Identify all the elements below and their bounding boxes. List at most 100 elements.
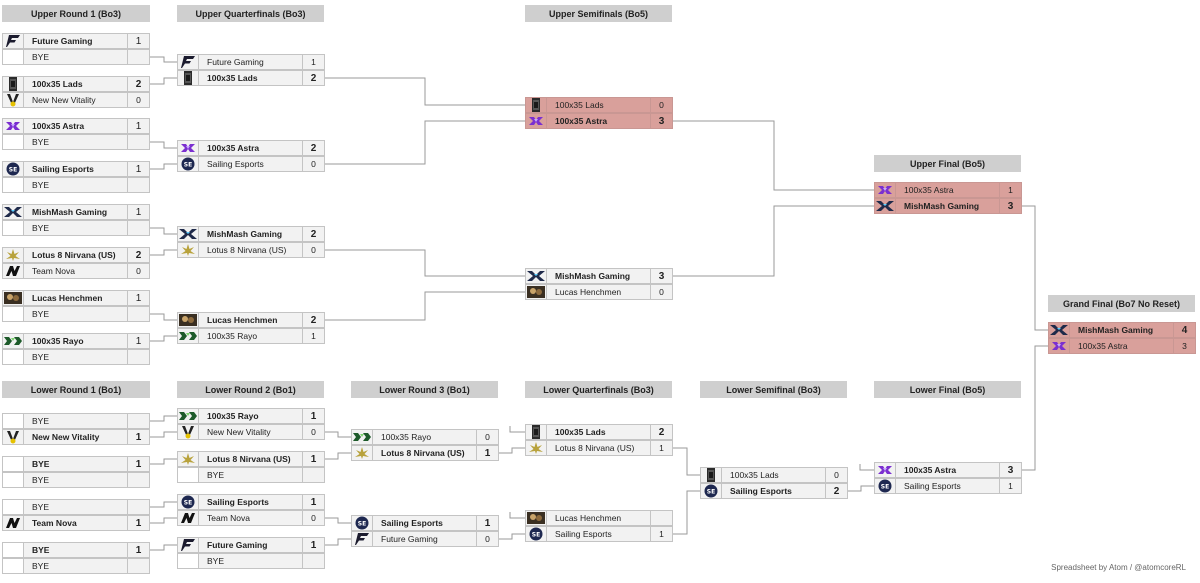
team-row-lr2-b2: BYE <box>177 467 325 483</box>
connector-19 <box>150 501 177 508</box>
team-score: 1 <box>1000 182 1022 198</box>
svg-text:SE: SE <box>184 500 192 507</box>
astra-logo <box>874 462 896 478</box>
vitality-logo <box>2 92 24 108</box>
mishmash-logo <box>177 226 199 242</box>
team-name: Future Gaming <box>199 54 303 70</box>
team-name: Sailing Esports <box>373 515 477 531</box>
lads-logo <box>177 70 199 86</box>
connector-22 <box>325 431 351 438</box>
team-row-lqf-b1: Lucas Henchmen <box>525 510 673 526</box>
lotus-logo <box>2 247 24 263</box>
team-score: 1 <box>128 542 150 558</box>
empty-logo-cell <box>2 134 24 150</box>
team-name: 100x35 Rayo <box>199 328 303 344</box>
empty-logo-cell <box>2 472 24 488</box>
team-name: Future Gaming <box>199 537 303 553</box>
connector-16 <box>150 415 177 422</box>
team-score: 3 <box>651 268 673 284</box>
future-gaming-logo <box>177 54 199 70</box>
round-header-ur1: Upper Round 1 (Bo3) <box>2 5 150 22</box>
team-row-lr3-a2: Lotus 8 Nirvana (US)1 <box>351 445 499 461</box>
connector-26 <box>499 447 525 454</box>
team-score: 2 <box>128 76 150 92</box>
connector-9 <box>325 120 525 165</box>
team-name: BYE <box>24 177 128 193</box>
team-score <box>128 349 150 365</box>
vitality-logo <box>2 429 24 445</box>
henchmen-logo <box>525 510 547 526</box>
team-score: 0 <box>651 97 673 113</box>
team-row-lr1-d2: BYE <box>2 558 150 574</box>
team-score <box>303 467 325 483</box>
team-score: 1 <box>128 429 150 445</box>
team-name: Lucas Henchmen <box>24 290 128 306</box>
team-score: 2 <box>303 70 325 86</box>
team-name: Sailing Esports <box>199 156 303 172</box>
team-name: Lucas Henchmen <box>547 510 651 526</box>
team-score: 1 <box>128 333 150 349</box>
team-name: BYE <box>24 472 128 488</box>
team-score: 0 <box>477 429 499 445</box>
sailing-logo: SE <box>874 478 896 494</box>
team-row-lr1-c1: BYE <box>2 499 150 515</box>
team-name: New New Vitality <box>24 429 128 445</box>
team-row-ur1-h2: BYE <box>2 349 150 365</box>
lads-logo <box>700 467 722 483</box>
team-name: New New Vitality <box>199 424 303 440</box>
round-header-lqf: Lower Quarterfinals (Bo3) <box>525 381 672 398</box>
team-name: BYE <box>24 558 128 574</box>
team-row-lr2-d2: BYE <box>177 553 325 569</box>
team-score: 1 <box>128 515 150 531</box>
team-score <box>128 134 150 150</box>
team-name: Lotus 8 Nirvana (US) <box>199 451 303 467</box>
nova-logo <box>2 263 24 279</box>
team-score: 1 <box>303 451 325 467</box>
empty-logo-cell <box>2 220 24 236</box>
astra-logo <box>1048 338 1070 354</box>
sailing-logo: SE <box>351 515 373 531</box>
team-name: Lotus 8 Nirvana (US) <box>373 445 477 461</box>
svg-text:SE: SE <box>9 167 17 174</box>
team-score <box>128 499 150 515</box>
team-name: 100x35 Lads <box>722 467 826 483</box>
team-row-ur1-f1: Lotus 8 Nirvana (US)2 <box>2 247 150 263</box>
team-row-lr1-b2: BYE <box>2 472 150 488</box>
team-score: 0 <box>128 263 150 279</box>
connector-27 <box>499 533 525 540</box>
team-row-lqf-a2: Lotus 8 Nirvana (US)1 <box>525 440 673 456</box>
connector-2 <box>150 141 177 149</box>
team-name: Sailing Esports <box>896 478 1000 494</box>
team-name: MishMash Gaming <box>199 226 303 242</box>
connector-7 <box>150 335 177 342</box>
credit-text: Spreadsheet by Atom / @atomcoreRL <box>1051 563 1186 572</box>
team-score: 2 <box>303 312 325 328</box>
empty-logo-cell <box>2 413 24 429</box>
svg-text:SE: SE <box>532 532 540 539</box>
team-row-ur1-e2: BYE <box>2 220 150 236</box>
connector-13 <box>673 205 874 277</box>
round-header-uf: Upper Final (Bo5) <box>874 155 1021 172</box>
team-score: 3 <box>1000 198 1022 214</box>
team-score <box>128 220 150 236</box>
lotus-logo <box>351 445 373 461</box>
mishmash-logo <box>2 204 24 220</box>
team-name: Sailing Esports <box>547 526 651 542</box>
team-score: 0 <box>477 531 499 547</box>
